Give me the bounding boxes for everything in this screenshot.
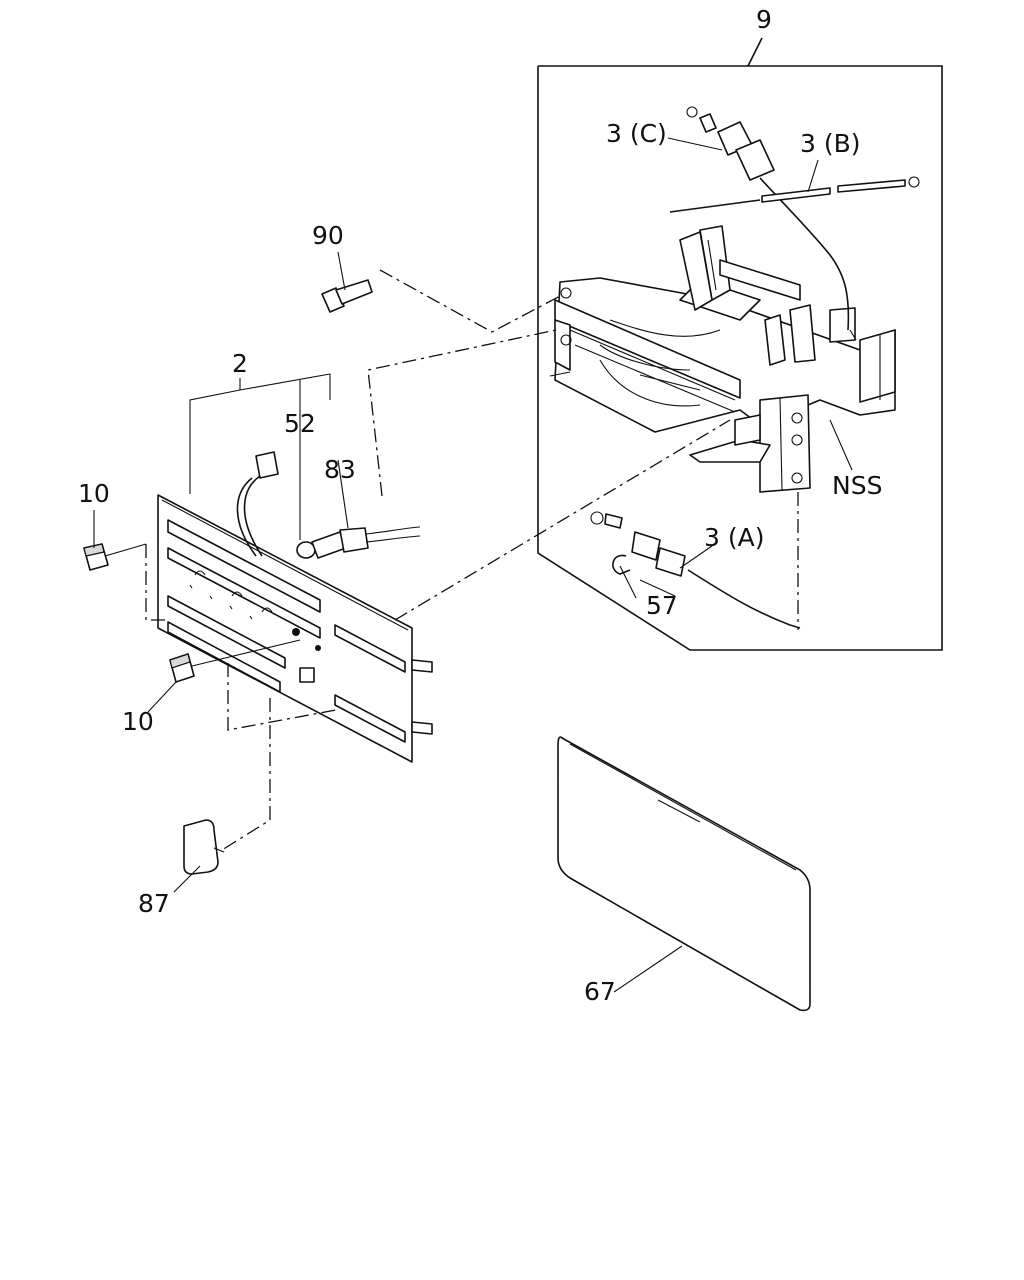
callout-90: 90 [312, 221, 344, 250]
callout-83: 83 [324, 455, 356, 484]
callout-87: 87 [138, 889, 170, 918]
frame-9 [537, 37, 943, 651]
callout-9: 9 [756, 5, 772, 34]
callout-52: 52 [284, 409, 316, 438]
callout-10-top: 10 [78, 479, 110, 508]
lens-panel-67 [557, 736, 811, 1012]
callout-67: 67 [584, 977, 616, 1006]
cable-3b [669, 176, 920, 213]
callout-labels: 9 3 (C) 3 (B) 90 2 52 83 10 NSS 3 (A) 57… [78, 5, 882, 1006]
callout-3a: 3 (A) [704, 523, 764, 552]
assembly-lines [145, 269, 799, 851]
callout-2: 2 [232, 349, 248, 378]
callout-57: 57 [646, 591, 678, 620]
callout-10-bottom: 10 [122, 707, 154, 736]
callout-3c: 3 (C) [606, 119, 667, 148]
knob-10-bottom [169, 653, 195, 683]
clip-57 [612, 554, 676, 597]
wire-harness [236, 451, 279, 557]
control-panel-2 [157, 494, 433, 763]
leader-lines [93, 137, 853, 993]
knob-10-top [83, 543, 109, 571]
callout-3b: 3 (B) [800, 129, 861, 158]
cable-3a [590, 511, 801, 629]
callout-nss: NSS [832, 471, 882, 500]
bulb-socket [296, 526, 421, 559]
bolt-90 [321, 279, 373, 313]
cap-87 [183, 819, 225, 875]
nss-bracket [549, 225, 896, 493]
